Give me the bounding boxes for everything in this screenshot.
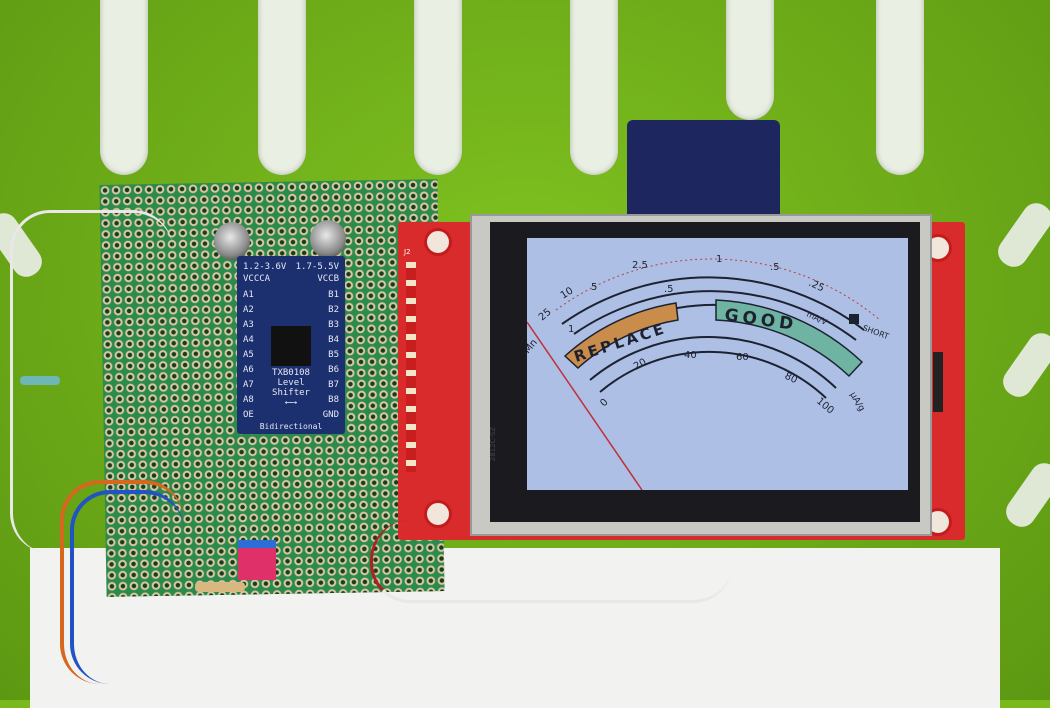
meter-screen: Mn 25 10 5 2.5 1 .5 .25 1 .5 mA/V SHORT …	[527, 238, 908, 490]
wire-orange	[60, 480, 184, 684]
bottom-scale-label: 60	[736, 352, 749, 363]
basket-slot	[726, 0, 774, 120]
short-label: SHORT	[861, 323, 890, 341]
bidirectional-arrow: ⟵⟶	[285, 398, 297, 408]
title-level: Level	[277, 378, 305, 388]
good-label: GOOD	[723, 305, 798, 335]
pin-label: A7	[243, 380, 254, 390]
vccb-label: VCCB	[317, 274, 339, 284]
bottom-scale-label: 40	[684, 350, 697, 361]
wire-blue	[70, 490, 184, 684]
bottom-scale-label: 0	[598, 397, 610, 409]
pin-label: B8	[328, 395, 339, 405]
bottom-scale-label: 80	[783, 371, 799, 386]
pin-label: GND	[322, 410, 339, 420]
top-scale-label: 25	[537, 307, 554, 324]
pin-label: A4	[243, 335, 254, 345]
pin-label: A8	[243, 395, 254, 405]
mounting-hole	[424, 500, 452, 528]
bidirectional-label: Bidirectional	[259, 422, 323, 431]
mounting-hole	[424, 228, 452, 256]
basket-slot	[570, 0, 618, 175]
short-marker	[849, 314, 859, 324]
top-scale-label: 1	[716, 254, 722, 265]
pin-label: A6	[243, 365, 254, 375]
pin-label: B1	[328, 290, 339, 300]
top-scale-label: 2.5	[632, 260, 648, 271]
vcca-label: VCCCA	[243, 274, 271, 284]
pin-label: B2	[328, 305, 339, 315]
pin-label: B3	[328, 320, 339, 330]
basket-slot	[258, 0, 306, 175]
wire-bundle	[370, 520, 733, 603]
pin-label: B4	[328, 335, 339, 345]
pin-label: B7	[328, 380, 339, 390]
resistor	[195, 582, 245, 592]
part-number: TXB0108	[272, 368, 310, 378]
basket-slot	[414, 0, 462, 175]
bottom-scale-label: 100	[814, 396, 836, 417]
voltage-b-label: 1.7-5.5V	[295, 262, 339, 272]
sd-card	[627, 120, 780, 224]
pin-label: A3	[243, 320, 254, 330]
pin-label: A2	[243, 305, 254, 315]
mid-scale-label: .5	[664, 284, 674, 295]
wire-white	[10, 210, 173, 553]
connector-label: J2	[404, 248, 411, 256]
good-zone	[715, 299, 864, 378]
left-label: Mn	[527, 337, 540, 356]
top-scale-outer-arc	[561, 276, 865, 331]
basket-slot	[876, 0, 924, 175]
jumper-header	[238, 540, 276, 580]
resistor	[20, 376, 60, 385]
voltage-a-label: 1.2-3.6V	[243, 262, 287, 272]
replace-zone	[563, 302, 679, 370]
pin-header	[406, 262, 416, 472]
pin-label: A5	[243, 350, 254, 360]
bottom-scale-outer-arc	[589, 336, 837, 389]
capacitor	[310, 220, 346, 258]
pin-label: B5	[328, 350, 339, 360]
top-scale-label: .5	[770, 262, 780, 273]
bottom-scale-unit: µA/g	[847, 391, 866, 414]
capacitor	[214, 222, 250, 260]
ic-chip	[271, 326, 311, 366]
pin-label: OE	[243, 410, 254, 420]
pin-label: B6	[328, 365, 339, 375]
title-shifter: Shifter	[272, 388, 310, 398]
pin-label: A1	[243, 290, 254, 300]
pin-header	[933, 352, 943, 412]
meter-needle	[527, 321, 643, 490]
bottom-scale-inner-arc	[599, 350, 827, 399]
top-scale-label: 5	[591, 282, 597, 293]
analog-meter: Mn 25 10 5 2.5 1 .5 .25 1 .5 mA/V SHORT …	[527, 254, 890, 490]
mid-scale-label: 1	[568, 324, 574, 335]
panel-label: 2812C-SZ	[489, 426, 498, 462]
basket-slot	[100, 0, 148, 175]
top-scale-inner-arc	[573, 290, 857, 341]
top-scale-label: .25	[807, 278, 826, 295]
